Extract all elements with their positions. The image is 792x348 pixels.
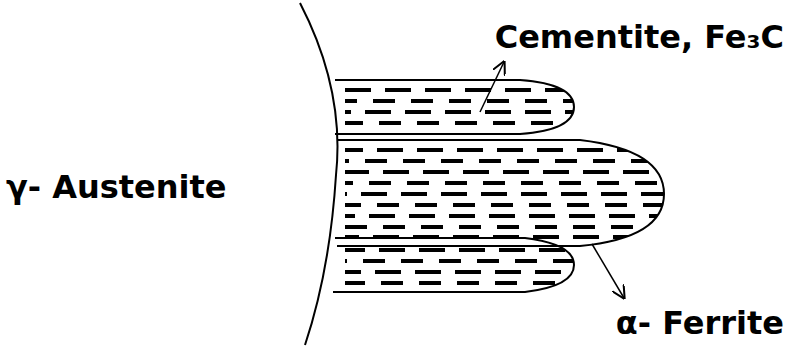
leader-line [592,244,624,298]
part-label: Cementite, Fe₃C [495,20,784,55]
pearlite-nodules [333,80,664,292]
leader-line [480,62,504,112]
part-label: α- Ferrite [616,306,784,341]
grain-boundary [300,3,338,345]
lamellae [345,90,670,283]
part-label: γ- Austenite [6,170,227,205]
